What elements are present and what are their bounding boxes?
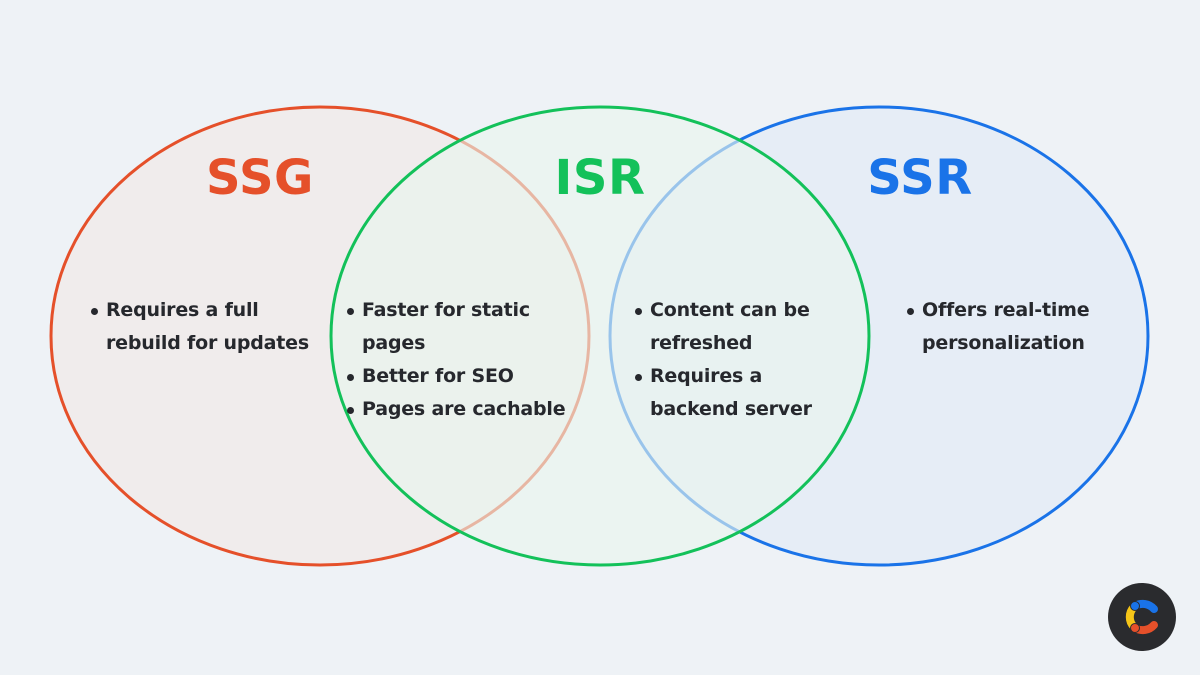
list-item: Requires a backend server	[634, 360, 854, 426]
list-item: Content can be refreshed	[634, 294, 854, 360]
list-item: Better for SEO	[346, 360, 596, 393]
isr-title: ISR	[554, 150, 646, 206]
contentful-c-logo-icon	[1125, 599, 1158, 635]
list-item: Faster for static pages	[346, 294, 596, 360]
isr-circle	[329, 105, 871, 567]
ssg-isr-overlap-list: Faster for static pages Better for SEO P…	[346, 294, 596, 426]
list-item: Requires a full rebuild for updates	[90, 294, 310, 360]
ssg-only-list: Requires a full rebuild for updates	[90, 294, 310, 360]
ssr-title: SSR	[867, 150, 973, 206]
contentful-logo	[1108, 583, 1176, 651]
list-item: Offers real-time personalization	[906, 294, 1096, 360]
list-item: Pages are cachable	[346, 393, 596, 426]
isr-ssr-overlap-list: Content can be refreshed Requires a back…	[634, 294, 854, 426]
ssg-title: SSG	[206, 150, 314, 206]
ssr-only-list: Offers real-time personalization	[906, 294, 1096, 360]
